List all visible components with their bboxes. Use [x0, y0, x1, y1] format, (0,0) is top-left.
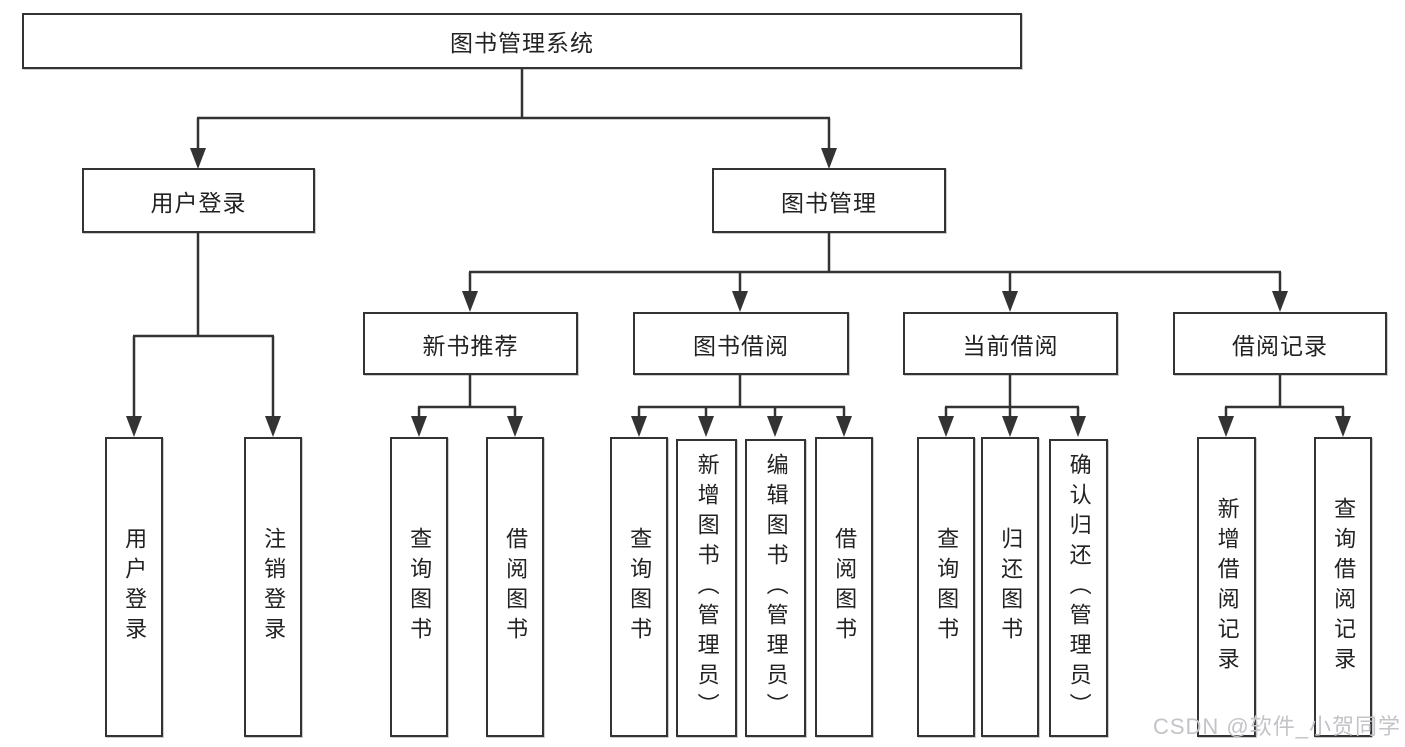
- leaf-confirm-return-admin: 确认归还（管理员）: [1049, 439, 1108, 737]
- leaf-return-books: 归还图书: [981, 437, 1039, 737]
- leaf-label: 编辑图书（管理员）: [763, 453, 789, 723]
- leaf-label: 查询图书: [934, 527, 960, 647]
- leaf-borrow-books: 借阅图书: [815, 437, 873, 737]
- leaf-label: 注销登录: [261, 527, 287, 647]
- node-book-management: 图书管理: [712, 168, 946, 233]
- node-label: 图书管理: [781, 189, 877, 216]
- watermark: CSDN @软件_小贺同学: [1152, 714, 1401, 739]
- leaf-query-borrow-record: 查询借阅记录: [1314, 437, 1372, 737]
- leaf-label: 查询图书: [627, 527, 653, 647]
- leaf-query-books-current: 查询图书: [917, 437, 975, 737]
- node-label: 用户登录: [150, 189, 247, 216]
- node-label: 新书推荐: [422, 332, 519, 359]
- node-book-borrow: 图书借阅: [633, 312, 849, 375]
- leaf-label: 归还图书: [998, 527, 1024, 647]
- leaf-query-books-recommend: 查询图书: [390, 437, 448, 737]
- node-label: 图书管理系统: [450, 30, 594, 56]
- leaf-add-borrow-record: 新增借阅记录: [1197, 437, 1256, 737]
- leaf-label: 借阅图书: [832, 527, 858, 647]
- arrowhead-icons: [126, 148, 1351, 437]
- node-user-login: 用户登录: [82, 168, 315, 233]
- leaf-borrow-books-recommend: 借阅图书: [486, 437, 544, 737]
- node-label: 借阅记录: [1232, 332, 1328, 359]
- leaf-label: 用户登录: [122, 527, 148, 647]
- leaf-user-login: 用户登录: [105, 437, 163, 737]
- node-label: 图书借阅: [693, 332, 789, 359]
- leaf-query-books-borrow: 查询图书: [610, 437, 668, 737]
- leaf-add-books-admin: 新增图书（管理员）: [676, 439, 737, 737]
- leaf-label: 查询图书: [407, 527, 433, 647]
- node-library-management-system: 图书管理系统: [22, 13, 1022, 69]
- node-new-book-recommend: 新书推荐: [363, 312, 578, 375]
- leaf-label: 新增借阅记录: [1214, 497, 1240, 677]
- leaf-logout: 注销登录: [244, 437, 302, 737]
- leaf-label: 确认归还（管理员）: [1066, 453, 1092, 723]
- leaf-edit-books-admin: 编辑图书（管理员）: [745, 439, 806, 737]
- node-current-borrow: 当前借阅: [903, 312, 1118, 375]
- node-borrow-records: 借阅记录: [1173, 312, 1387, 375]
- leaf-label: 新增图书（管理员）: [694, 453, 720, 723]
- leaf-label: 查询借阅记录: [1331, 497, 1357, 677]
- node-label: 当前借阅: [962, 332, 1059, 359]
- leaf-label: 借阅图书: [503, 527, 529, 647]
